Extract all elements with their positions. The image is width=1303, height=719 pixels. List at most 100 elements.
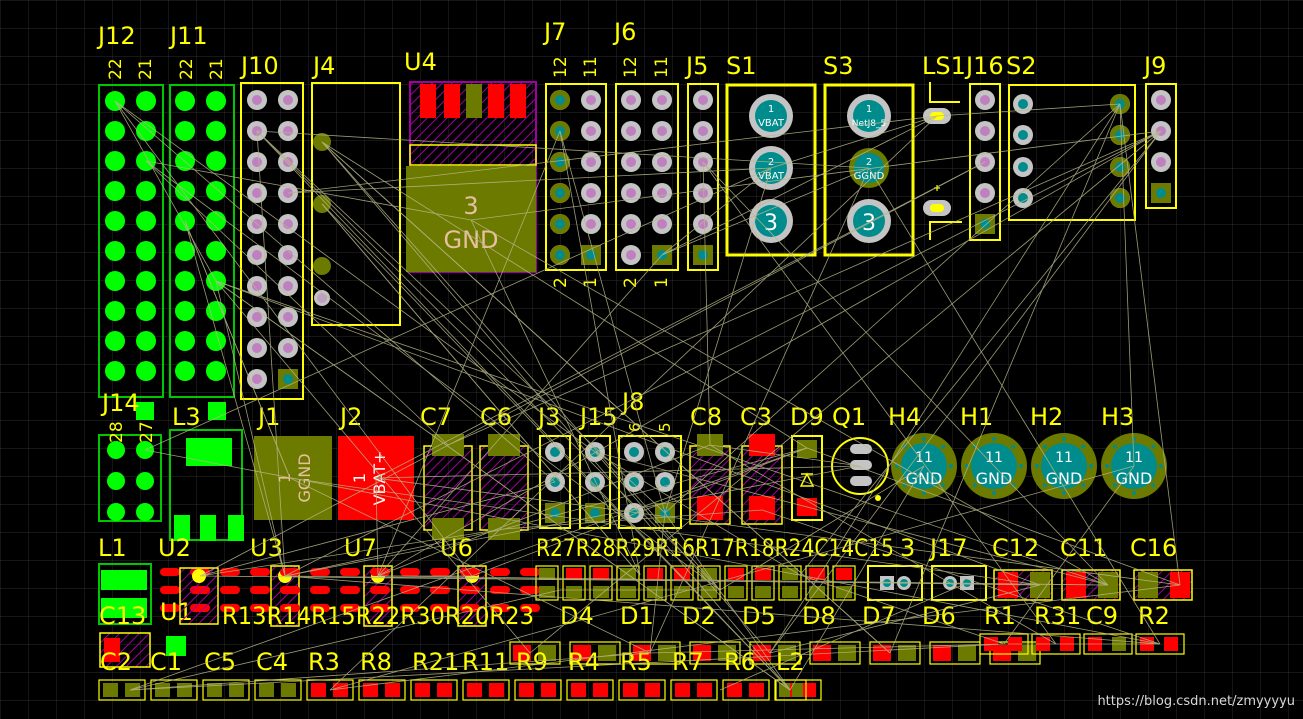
- u1-pad: [166, 636, 186, 656]
- smd-resistor[interactable]: [562, 565, 586, 601]
- header-pad: [206, 181, 226, 201]
- smd-component[interactable]: [358, 679, 406, 701]
- resistor-row2-label: R13R14R15R22R30R20R23: [222, 602, 534, 630]
- l2-inductor[interactable]: [775, 679, 807, 701]
- header-pad: [175, 301, 195, 321]
- j7-pin-11: 11: [581, 56, 601, 78]
- pad-hole: [1156, 157, 1166, 167]
- header-pad: [175, 331, 195, 351]
- j7-label: J7: [542, 18, 566, 46]
- d2-label: D2: [682, 602, 716, 630]
- j11-pin-22: 22: [177, 58, 197, 80]
- c3-capacitor[interactable]: [741, 434, 783, 525]
- hole-pad-net: GND: [976, 469, 1013, 488]
- d4-label: D4: [560, 602, 594, 630]
- pad-hole: [586, 188, 596, 198]
- chip-lead: [220, 568, 240, 576]
- smd-component[interactable]: [410, 679, 458, 701]
- header-pad: [136, 91, 156, 111]
- chip-lead: [370, 586, 390, 594]
- header-pad: [105, 181, 125, 201]
- l2-label: L2: [776, 648, 805, 676]
- s1-pin2-net: VBAT: [758, 171, 785, 182]
- j7-header[interactable]: [545, 83, 607, 271]
- l1-label: L1: [98, 534, 127, 562]
- d5-label: D5: [742, 602, 776, 630]
- header-pad: [206, 241, 226, 261]
- j14-header[interactable]: [98, 402, 162, 522]
- pad-hole: [586, 95, 596, 105]
- smd-diode[interactable]: [509, 641, 561, 665]
- pad-hole: [586, 219, 596, 229]
- smd-resistor[interactable]: [535, 565, 559, 601]
- smd-component[interactable]: [306, 679, 354, 701]
- j12-pin-21: 21: [136, 58, 156, 80]
- u1-chip[interactable]: [179, 567, 219, 625]
- pad-hole: [555, 95, 565, 105]
- header-pad: [175, 361, 195, 381]
- j6-label: J6: [612, 18, 636, 46]
- smd-component[interactable]: [618, 679, 666, 701]
- j16-label: J16: [964, 52, 1004, 80]
- smd-resistor[interactable]: [724, 565, 748, 601]
- smd-diode[interactable]: [689, 641, 741, 665]
- smd-component[interactable]: [150, 679, 198, 701]
- header-pad: [175, 241, 195, 261]
- pad-hole: [980, 188, 990, 198]
- c7-capacitor[interactable]: [423, 434, 473, 540]
- smd-component[interactable]: [566, 679, 614, 701]
- chip-lead: [400, 568, 420, 576]
- pad-hole: [980, 95, 990, 105]
- r31-label: R31: [1034, 602, 1081, 630]
- smd-component[interactable]: [462, 679, 510, 701]
- smd-component[interactable]: [514, 679, 562, 701]
- pad-hole: [586, 126, 596, 136]
- q1-transistor[interactable]: [831, 437, 889, 501]
- pad-hole: [283, 95, 293, 105]
- pad-hole: [252, 95, 262, 105]
- s1-label: S1: [726, 52, 757, 80]
- j6-header[interactable]: [615, 83, 679, 271]
- smd-resistor[interactable]: [589, 565, 613, 601]
- header-pad: [175, 91, 195, 111]
- j4-label: J4: [311, 52, 335, 80]
- l1-inductor[interactable]: [98, 563, 152, 625]
- smd-resistor[interactable]: [697, 565, 721, 601]
- r1-label: R1: [984, 602, 1016, 630]
- pad-hole: [1115, 193, 1125, 203]
- c16-capacitor[interactable]: [1133, 569, 1193, 601]
- header-pad: [105, 271, 125, 291]
- chip-lead: [490, 568, 510, 576]
- j16-header[interactable]: [969, 83, 1001, 241]
- pad-hole: [283, 374, 293, 384]
- smd-component[interactable]: [254, 679, 302, 701]
- header-pad: [105, 301, 125, 321]
- header-pad: [105, 241, 125, 261]
- u4-regulator[interactable]: 3 GND: [406, 81, 537, 273]
- j8-pin-5: 5: [656, 422, 674, 432]
- chip-lead: [160, 586, 180, 594]
- pad-hole: [657, 188, 667, 198]
- pad-hole: [283, 312, 293, 322]
- smd-component[interactable]: [670, 679, 718, 701]
- smd-diode[interactable]: [569, 641, 621, 665]
- pad-hole: [657, 157, 667, 167]
- header-pad: [136, 241, 156, 261]
- ratsnest-lines: [114, 100, 1181, 691]
- watermark-text: https://blog.csdn.net/zmyyyyu: [1097, 694, 1295, 709]
- smd-resistor[interactable]: [751, 565, 775, 601]
- chip-lead: [280, 586, 300, 594]
- pad-hole: [586, 157, 596, 167]
- j6-pin-2: 2: [621, 277, 641, 288]
- header-pad: [175, 121, 195, 141]
- pad-hole: [1115, 162, 1125, 172]
- l3-inductor[interactable]: [169, 402, 244, 541]
- j11-header[interactable]: [169, 84, 235, 398]
- smd-component[interactable]: [202, 679, 250, 701]
- pad-hole: [252, 312, 262, 322]
- smd-component[interactable]: [722, 679, 770, 701]
- j12-label: J12: [96, 22, 136, 50]
- j8-pin-6: 6: [626, 422, 644, 432]
